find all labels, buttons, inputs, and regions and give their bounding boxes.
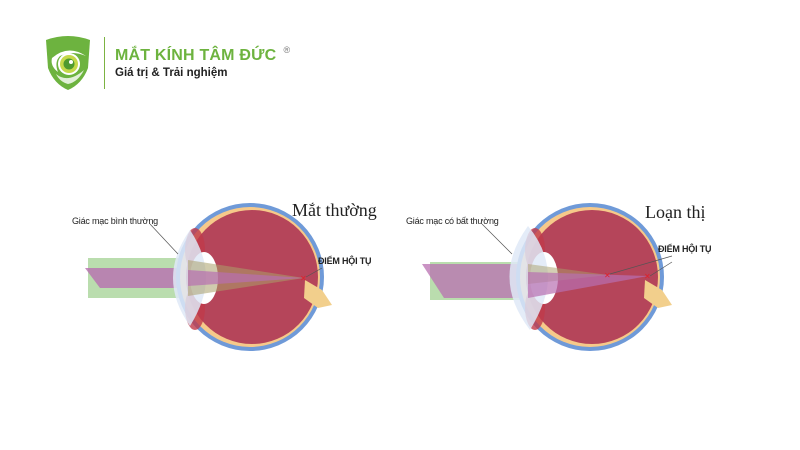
normal-eye-diagram: ✕ [60,180,400,360]
eye-shield-icon [46,36,90,90]
normal-eye-illustration: ✕ [85,203,332,351]
focus-mark-icon-2: ✕ [644,272,651,281]
brand-name-text: MẮT KÍNH TÂM ĐỨC [115,47,277,64]
logo-divider [104,37,105,89]
focus-label-astigmatism: ĐIỂM HỘI TỤ [658,244,712,254]
diagram-title-astigmatism: Loạn thị [645,202,706,222]
focus-mark-icon-1: ✕ [604,271,611,280]
brand-logo[interactable]: MẮT KÍNH TÂM ĐỨC ® Giá trị & Trải nghiệm [42,34,290,92]
astigmatism-eye-illustration: ✕ ✕ [422,203,673,351]
focus-mark-icon: ✕ [300,274,307,283]
astigmatism-eye-diagram: ✕ ✕ [400,180,740,360]
brand-name: MẮT KÍNH TÂM ĐỨC ® [115,45,290,65]
diagram-title-normal: Mắt thường [292,200,377,220]
focus-label-normal: ĐIỂM HỘI TỤ [318,256,372,266]
cornea-label-normal: Giác mạc bình thường [72,216,158,226]
cornea-label-astigmatism: Giác mạc có bất thường [406,216,499,226]
registered-mark: ® [283,45,291,55]
brand-tagline: Giá trị & Trải nghiệm [115,67,228,79]
